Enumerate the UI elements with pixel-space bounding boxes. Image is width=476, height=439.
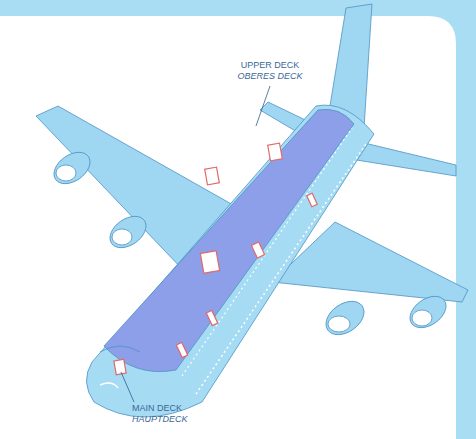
engine [104, 210, 152, 254]
door [205, 167, 220, 185]
engine-intake [56, 165, 76, 181]
door [251, 242, 264, 258]
engine [48, 146, 96, 190]
callout-label: UPPER DECK [232, 60, 308, 71]
leader-line [121, 372, 134, 402]
engine-intake [328, 316, 350, 332]
door [206, 310, 217, 325]
door [307, 193, 318, 206]
upper-deck-surface [104, 109, 354, 371]
panel [0, 16, 456, 439]
engine-intake [112, 229, 132, 245]
callout-label: HAUPTDECK [132, 414, 202, 425]
engine-intake [412, 310, 432, 326]
cockpit [100, 346, 140, 352]
window-row [196, 144, 366, 394]
window-row [182, 128, 352, 376]
engine [404, 290, 452, 334]
callout-label: MAIN DECK [132, 403, 202, 414]
fuselage [86, 105, 374, 417]
leader-line [256, 86, 270, 126]
door [200, 251, 219, 273]
nose-mark [100, 383, 118, 388]
door [114, 359, 126, 375]
door [176, 342, 187, 357]
engine [320, 294, 370, 341]
callout-label: OBERES DECK [232, 71, 308, 82]
door [268, 143, 283, 161]
